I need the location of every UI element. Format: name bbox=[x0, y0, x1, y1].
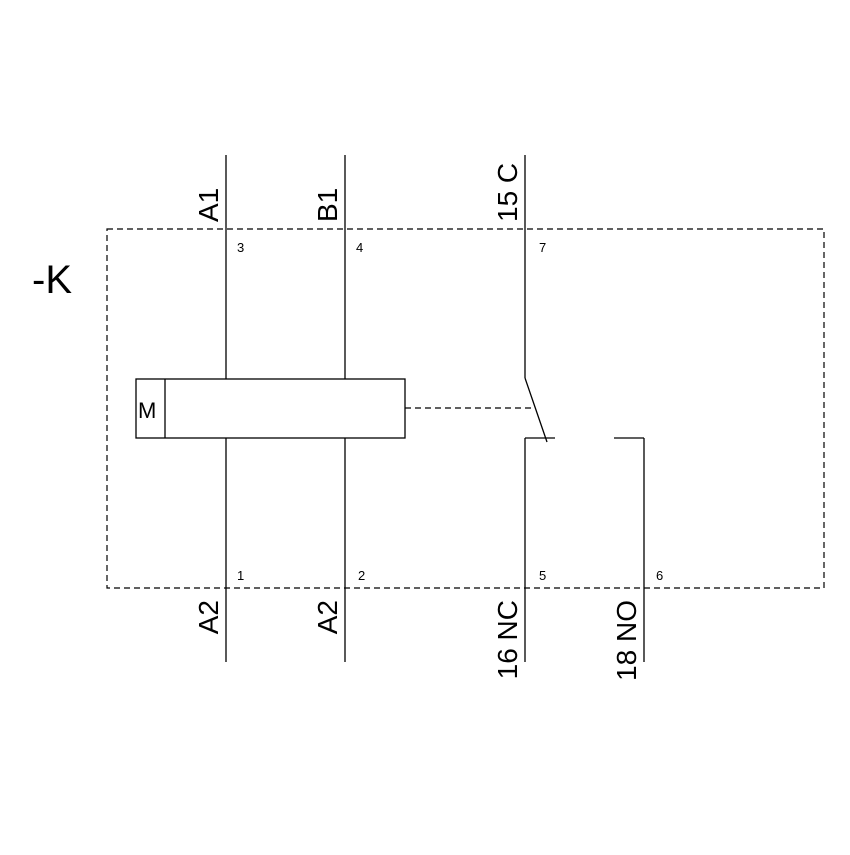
device-tag: -K bbox=[32, 258, 72, 302]
terminal-label-16nc: 16 NC bbox=[492, 600, 523, 679]
pin-number-2: 2 bbox=[358, 568, 365, 583]
pin-number-6: 6 bbox=[656, 568, 663, 583]
terminal-label-b1: B1 bbox=[312, 188, 343, 222]
pin-number-5: 5 bbox=[539, 568, 546, 583]
coil-label: M bbox=[138, 398, 156, 423]
terminal-label-15c: 15 C bbox=[492, 163, 523, 222]
terminal-label-18no: 18 NO bbox=[611, 600, 642, 681]
pin-number-4: 4 bbox=[356, 240, 363, 255]
coil-box bbox=[135, 378, 406, 439]
terminal-label-a1: A1 bbox=[193, 188, 224, 222]
pin-number-1: 1 bbox=[237, 568, 244, 583]
contact-blade bbox=[524, 377, 548, 443]
terminal-label-a2-right: A2 bbox=[312, 600, 343, 634]
device-enclosure bbox=[106, 228, 825, 589]
pin-number-3: 3 bbox=[237, 240, 244, 255]
pin-number-7: 7 bbox=[539, 240, 546, 255]
terminal-label-a2-left: A2 bbox=[193, 600, 224, 634]
